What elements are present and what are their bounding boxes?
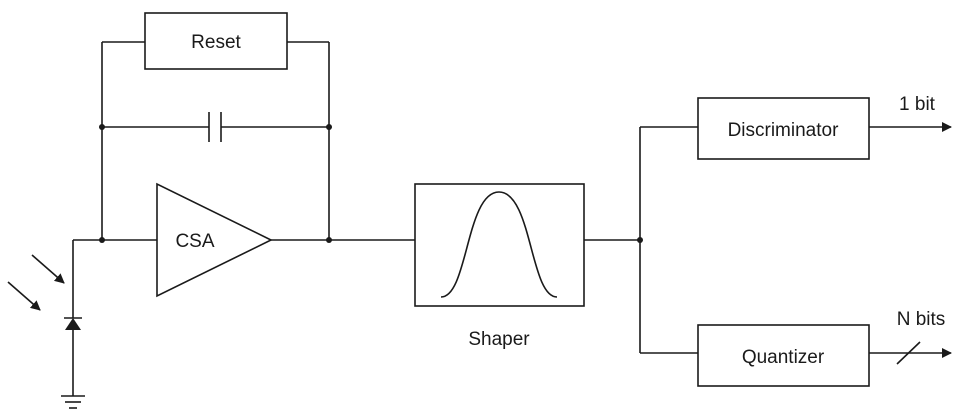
quantizer-block: Quantizer bbox=[697, 324, 870, 387]
shaper-block: Shaper bbox=[414, 183, 585, 350]
one-bit-label: 1 bit bbox=[899, 94, 936, 115]
gaussian-pulse-icon bbox=[440, 191, 558, 298]
reset-label: Reset bbox=[191, 32, 241, 53]
reset-block: Reset bbox=[144, 12, 288, 70]
junction-dots bbox=[99, 124, 643, 243]
shaper-label: Shaper bbox=[468, 329, 530, 350]
photodiode bbox=[64, 240, 82, 396]
quantizer-label: Quantizer bbox=[742, 347, 825, 368]
csa-label: CSA bbox=[175, 231, 214, 252]
feedback-capacitor-icon bbox=[208, 112, 222, 142]
quantizer-output-arrow: N bits bbox=[869, 309, 952, 365]
discriminator-output-arrow: 1 bit bbox=[869, 94, 952, 132]
feedback-network bbox=[101, 41, 330, 240]
discriminator-label: Discriminator bbox=[728, 120, 840, 141]
ground-icon bbox=[61, 395, 85, 409]
bus-slash-icon bbox=[896, 341, 921, 365]
incident-light-arrows bbox=[7, 254, 65, 311]
discriminator-block: Discriminator bbox=[697, 97, 870, 160]
n-bits-label: N bits bbox=[897, 309, 946, 330]
csa-amplifier: CSA bbox=[156, 182, 273, 298]
